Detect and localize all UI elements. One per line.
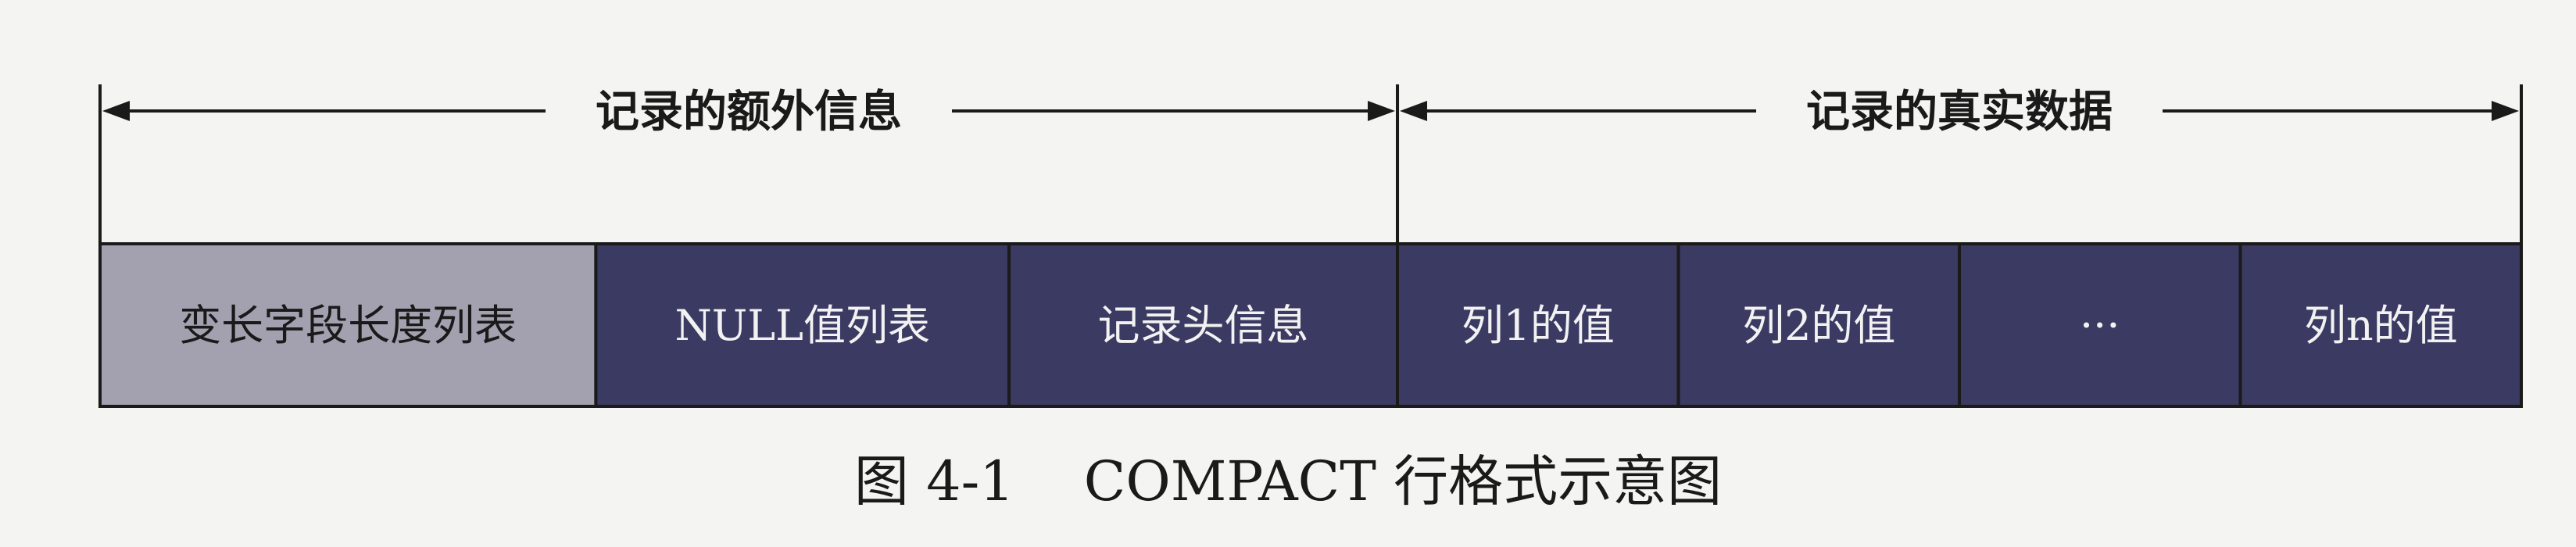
row-cell: 列2的值 <box>1676 242 1962 408</box>
cell-box <box>2238 242 2523 408</box>
span-label: 记录的额外信息 <box>596 87 902 138</box>
figure-caption: 图 4-1 COMPACT 行格式示意图 <box>854 449 1722 513</box>
arrowhead-left <box>1400 101 1428 121</box>
cell-label: 列1的值 <box>1462 301 1615 350</box>
row-cell: NULL值列表 <box>594 242 1011 408</box>
arrowhead-right <box>1368 101 1396 121</box>
arrowhead-right <box>2492 101 2519 121</box>
row-cell: ··· <box>1958 242 2242 408</box>
row-cell: 记录头信息 <box>1007 242 1400 408</box>
cell-label: 列n的值 <box>2304 301 2458 350</box>
arrowhead-left <box>102 101 130 121</box>
cell-box <box>594 242 1011 408</box>
row-cell: 变长字段长度列表 <box>98 242 598 408</box>
cell-label: 列2的值 <box>1742 301 1895 350</box>
span-annotation: 记录的真实数据 <box>1396 84 2523 244</box>
cell-label: ··· <box>2080 301 2120 350</box>
cell-label: 记录头信息 <box>1098 301 1309 350</box>
span-annotations: 记录的额外信息 记录的真实数据 <box>98 84 2523 244</box>
cell-box <box>98 242 598 408</box>
row-cell: 列n的值 <box>2238 242 2523 408</box>
span-annotation: 记录的额外信息 <box>98 84 1400 244</box>
span-label: 记录的真实数据 <box>1806 87 2113 138</box>
cell-label: NULL值列表 <box>674 301 929 350</box>
row-cells: 变长字段长度列表 NULL值列表 记录头信息 列1的值 列2的值 ··· 列n的值 <box>98 242 2523 408</box>
cell-label: 变长字段长度列表 <box>179 301 517 350</box>
cell-box <box>1958 242 2242 408</box>
row-cell: 列1的值 <box>1396 242 1680 408</box>
